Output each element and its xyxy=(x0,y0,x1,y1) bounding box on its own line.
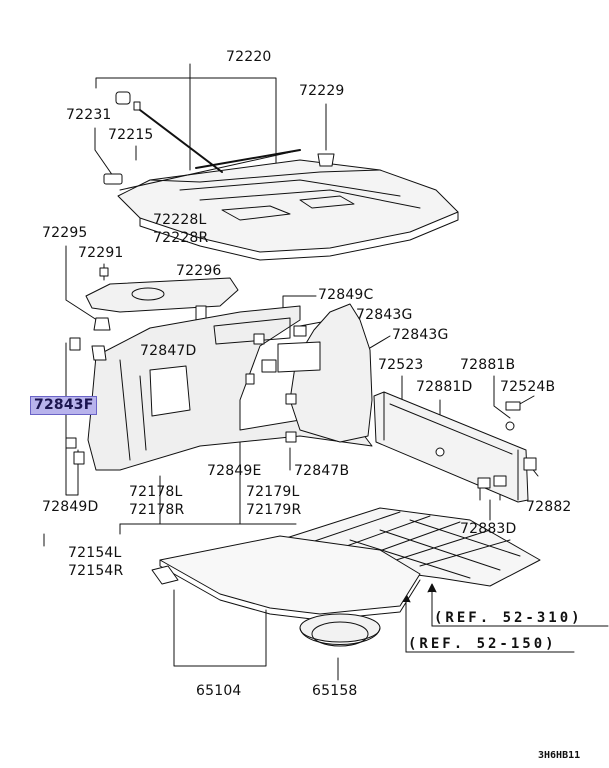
part-number-72881b: 72881B xyxy=(460,357,516,373)
part-number-72882: 72882 xyxy=(526,499,572,515)
reference-52-150: (REF. 52-150) xyxy=(408,636,557,652)
side-trim-upper xyxy=(85,267,239,331)
part-number-72849e: 72849E xyxy=(207,463,262,479)
part-number-72523: 72523 xyxy=(378,357,424,373)
part-number-65158: 65158 xyxy=(312,683,358,699)
part-number-72291: 72291 xyxy=(78,245,124,261)
rear-side-trim xyxy=(245,303,373,443)
part-number-72154r: 72154R xyxy=(68,563,124,579)
tray-clips xyxy=(103,91,335,185)
drawing-code: 3H6HB11 xyxy=(538,750,581,761)
part-number-72179l: 72179L xyxy=(246,484,300,500)
part-number-72843g-lower: 72843G xyxy=(392,327,449,343)
part-number-72849c: 72849C xyxy=(318,287,374,303)
reference-52-310: (REF. 52-310) xyxy=(434,610,583,626)
part-number-72843g-upper: 72843G xyxy=(356,307,413,323)
part-number-72154l: 72154L xyxy=(68,545,122,561)
part-number-72229: 72229 xyxy=(299,83,345,99)
part-number-72215: 72215 xyxy=(108,127,154,143)
part-number-72296: 72296 xyxy=(176,263,222,279)
part-number-72178r: 72178R xyxy=(129,502,185,518)
part-number-72524b: 72524B xyxy=(500,379,556,395)
floor-board xyxy=(151,535,421,621)
part-number-72220: 72220 xyxy=(226,49,272,65)
part-number-72178l: 72178L xyxy=(129,484,183,500)
part-number-65104: 65104 xyxy=(196,683,242,699)
part-number-72228l: 72228L xyxy=(153,212,207,228)
part-number-72231: 72231 xyxy=(66,107,112,123)
part-number-72228r: 72228R xyxy=(153,230,209,246)
part-number-72179r: 72179R xyxy=(246,502,302,518)
part-number-72883d: 72883D xyxy=(460,521,517,537)
trunk-back-panel xyxy=(373,391,537,503)
part-number-72295: 72295 xyxy=(42,225,88,241)
part-number-72847b: 72847B xyxy=(294,463,350,479)
part-number-72847d: 72847D xyxy=(140,343,197,359)
spare-tire-cover xyxy=(299,613,381,647)
part-number-72843f-highlighted[interactable]: 72843F xyxy=(30,396,98,415)
ref-underlines xyxy=(405,625,609,653)
part-number-72849d: 72849D xyxy=(42,499,99,515)
part-number-72881d: 72881D xyxy=(416,379,473,395)
